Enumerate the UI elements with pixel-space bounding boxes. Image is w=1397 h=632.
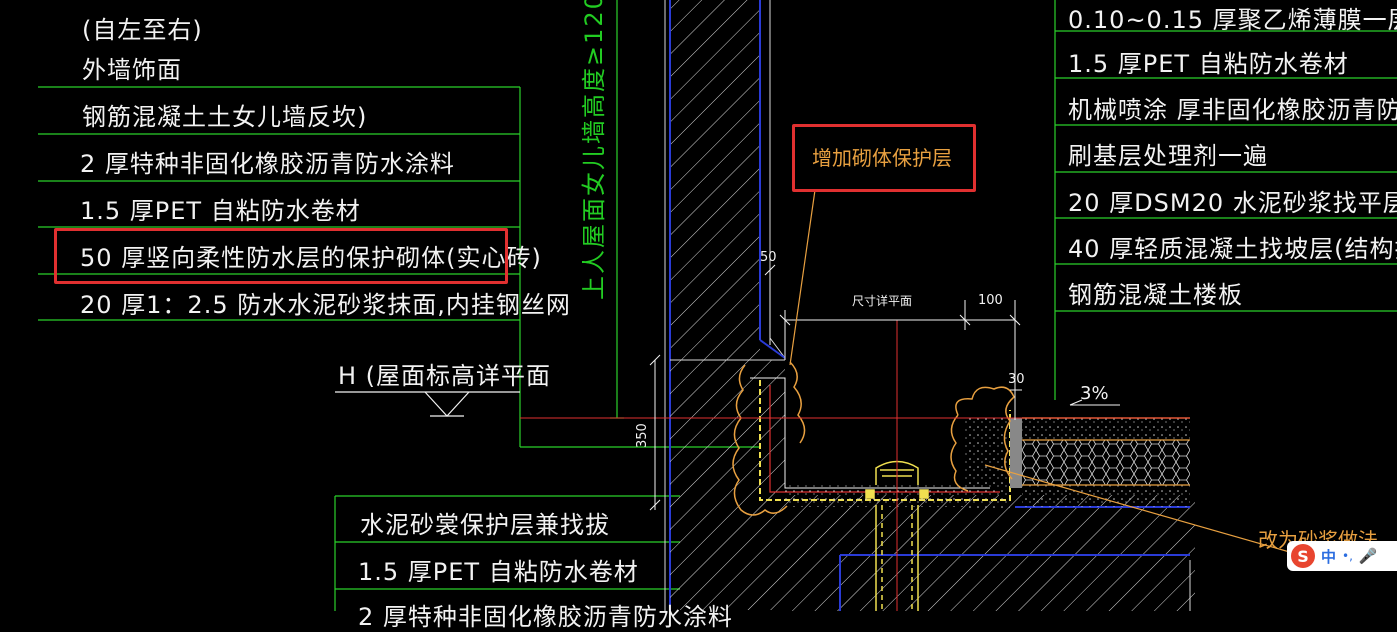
right-layer-label: 0.10~0.15 厚聚乙烯薄膜一层 (1068, 6, 1397, 34)
bottom-leader-lines (334, 495, 680, 611)
layer-label: 2 厚特种非固化橡胶沥青防水涂料 (80, 150, 455, 178)
dim-100: 100 (978, 293, 1003, 308)
insulation-layer (1022, 440, 1190, 485)
elevation-label: H (屋面标高详平面 (338, 362, 552, 390)
ime-punct-icon[interactable]: •, (1342, 549, 1353, 563)
right-layer-label: 钢筋混凝土楼板 (1068, 281, 1243, 309)
layer-label: 1.5 厚PET 自粘防水卷材 (80, 197, 361, 225)
right-layer-label: 刷基层处理剂一遍 (1068, 142, 1268, 170)
layer-label: 20 厚1：2.5 防水水泥砂浆抹面,内挂钢丝网 (80, 291, 571, 319)
right-layer-label: 机械喷涂 厚非固化橡胶沥青防水涂 (1068, 96, 1397, 124)
elevation-marker (335, 391, 520, 417)
right-layer-label: 20 厚DSM20 水泥砂浆找平层 (1068, 189, 1397, 217)
bottom-layer-label: 2 厚特种非固化橡胶沥青防水涂料 (358, 603, 733, 631)
dim-30: 30 (1008, 372, 1025, 387)
revision-clouds (732, 361, 1015, 516)
dimension-lines (649, 264, 1120, 511)
ime-toolbar[interactable]: S 中 •, 🎤 (1287, 541, 1397, 571)
highlight-box-masonry (54, 228, 508, 284)
parapet-height-label: 上人屋面女儿墙高度≥1200 (580, 0, 608, 300)
dim-350: 350 (635, 423, 650, 448)
highlight-box-add-masonry (792, 124, 976, 192)
annotation-add-masonry: 增加砌体保护层 (812, 146, 952, 170)
layer-exterior-finish: 外墙饰面 (82, 56, 182, 84)
left-leader-lines (38, 0, 760, 448)
roof-slab (785, 495, 1195, 611)
size-note: 尺寸详平面 (852, 294, 913, 308)
parapet-wall (670, 0, 760, 360)
curb (670, 360, 785, 610)
layer-intro: (自左至右) (82, 16, 203, 44)
layer-label-highlighted: 50 厚竖向柔性防水层的保护砌体(实心砖) (80, 244, 542, 272)
ime-mode[interactable]: 中 (1321, 547, 1337, 566)
right-leader-lines (1054, 0, 1397, 400)
slope-label: 3% (1080, 383, 1109, 404)
microphone-icon[interactable]: 🎤 (1358, 547, 1378, 565)
dim-50: 50 (760, 250, 777, 265)
sogou-logo-icon[interactable]: S (1291, 544, 1315, 568)
bottom-layer-label: 1.5 厚PET 自粘防水卷材 (358, 558, 639, 586)
cad-drawing (38, 0, 1397, 611)
bottom-layer-label: 水泥砂裳保护层兼找拔 (360, 511, 610, 539)
layer-label: 钢筋混凝土土女儿墙反坎) (82, 103, 368, 131)
right-layer-label: 40 厚轻质混凝土找坡层(结构找坡 (1068, 235, 1397, 263)
right-layer-label: 1.5 厚PET 自粘防水卷材 (1068, 50, 1349, 78)
orange-leaders (789, 189, 1301, 556)
